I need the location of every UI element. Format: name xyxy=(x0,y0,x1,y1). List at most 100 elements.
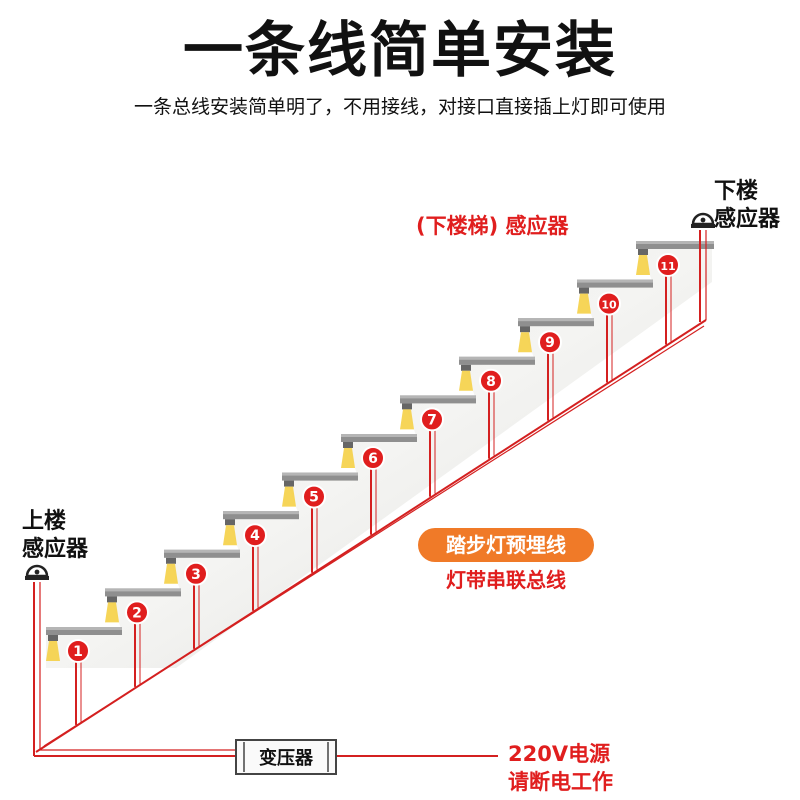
step-light-fixture xyxy=(638,249,648,255)
upper-sensor-line2: 感应器 xyxy=(22,537,89,562)
upper-sensor-label: 上楼 感应器 xyxy=(22,508,88,564)
stair-tread xyxy=(459,356,535,365)
step-badge-circle xyxy=(361,446,385,470)
step-badge-number: 1 xyxy=(73,644,83,660)
step-lights xyxy=(46,249,650,661)
transformer-label: 变压器 xyxy=(259,747,314,769)
upper-sensor-icon-lens xyxy=(34,569,40,575)
step-badge: 9 xyxy=(538,330,562,355)
step-badge-circle xyxy=(184,561,208,586)
stair-tread xyxy=(341,434,417,442)
stair-tread xyxy=(46,627,122,635)
bus-wire-diagonal-b xyxy=(43,325,705,747)
lower-sensor-icon xyxy=(691,212,715,228)
step-light-glow xyxy=(577,293,591,314)
step-badge-circle xyxy=(66,639,90,663)
stair-tread-top xyxy=(400,395,476,399)
transformer-box-rect xyxy=(235,739,337,775)
stair-tread-top xyxy=(46,627,122,630)
bus-label-pill: 踏步灯预埋线 xyxy=(418,528,594,562)
stair-tread-top xyxy=(459,356,535,360)
upper-sensor-icon-base xyxy=(25,576,49,580)
page-title: 一条线简单安装 xyxy=(183,16,617,86)
step-light-glow xyxy=(46,641,60,661)
stair-sensor-label: (下楼梯) 感应器 xyxy=(416,214,569,238)
step-badge: 3 xyxy=(184,561,208,586)
step-badge-number: 5 xyxy=(309,490,319,506)
stair-tread-top xyxy=(636,241,714,244)
step-badge-number: 7 xyxy=(427,412,437,428)
step-light-fixture xyxy=(343,442,353,448)
bus-label-sub: 灯带串联总线 xyxy=(446,568,566,592)
stair-tread xyxy=(223,511,299,520)
step-badges: 1 2 3 4 5 6 7 8 9 10 11 xyxy=(66,253,680,663)
step-badge-number: 11 xyxy=(660,260,675,273)
step-light-glow xyxy=(341,448,355,468)
stair-tread xyxy=(518,318,594,327)
stair-tread-top xyxy=(164,549,240,553)
stair-tread-top xyxy=(577,279,653,283)
step-badge-circle xyxy=(302,484,326,509)
stair-tread xyxy=(164,549,240,558)
bus-wires xyxy=(33,230,707,757)
step-light-glow xyxy=(164,563,178,584)
step-badge: 2 xyxy=(125,600,149,625)
page-subtitle: 一条总线安装简单明了，不用接线，对接口直接插上灯即可使用 xyxy=(133,96,666,118)
step-light-fixture xyxy=(461,364,471,371)
step-light-fixture xyxy=(579,287,589,294)
step-badge: 6 xyxy=(361,446,385,470)
transformer-box: 变压器 xyxy=(235,739,337,775)
stair-tread xyxy=(400,395,476,404)
step-badge-circle xyxy=(538,330,562,355)
stair-tread-top xyxy=(223,511,299,515)
step-badge-number: 10 xyxy=(601,299,617,312)
step-badge-circle xyxy=(243,523,267,548)
step-badge-circle xyxy=(597,291,621,316)
step-light-glow xyxy=(105,602,119,623)
step-light-glow xyxy=(223,525,237,546)
lower-sensor-line1: 下楼 xyxy=(714,179,759,204)
upper-sensor-icon xyxy=(25,564,49,580)
step-light-glow xyxy=(636,255,650,275)
step-badge: 8 xyxy=(479,368,503,393)
stair-tread xyxy=(636,241,714,249)
step-badge: 11 xyxy=(656,253,680,277)
step-badge-number: 4 xyxy=(250,528,260,544)
step-light-glow xyxy=(282,486,296,507)
step-light-glow xyxy=(459,370,473,391)
power-label: 220V电源 请断电工作 xyxy=(508,740,613,796)
step-light-fixture xyxy=(520,326,530,333)
power-label-line2: 请断电工作 xyxy=(508,770,613,794)
step-badge-circle xyxy=(420,407,444,432)
step-badge-number: 2 xyxy=(132,605,142,621)
step-light-fixture xyxy=(48,635,58,641)
step-badge: 4 xyxy=(243,523,267,548)
power-label-line1: 220V电源 xyxy=(508,742,611,766)
step-badge-number: 9 xyxy=(545,335,555,351)
step-badge: 7 xyxy=(420,407,444,432)
stair-tread-top xyxy=(282,472,358,476)
step-badge: 5 xyxy=(302,484,326,509)
step-light-fixture xyxy=(225,519,235,526)
step-light-fixture xyxy=(107,596,117,603)
upper-sensor-line1: 上楼 xyxy=(22,509,67,534)
step-badge: 1 xyxy=(66,639,90,663)
lower-sensor-line2: 感应器 xyxy=(714,207,781,232)
lower-sensor-icon-lens xyxy=(700,217,706,223)
step-light-fixture xyxy=(284,480,294,487)
step-badge-circle xyxy=(125,600,149,625)
step-light-fixture xyxy=(166,557,176,564)
lower-sensor-icon-base xyxy=(691,224,715,228)
step-badge-circle xyxy=(656,253,680,277)
sensors xyxy=(25,212,715,580)
stair-tread-top xyxy=(105,588,181,592)
step-light-glow xyxy=(400,409,414,430)
step-light-fixture xyxy=(402,403,412,410)
stair-tread xyxy=(577,279,653,288)
stair-tread xyxy=(105,588,181,597)
step-badge-circle xyxy=(479,368,503,393)
stair-tread-top xyxy=(341,434,417,437)
stair-treads xyxy=(46,241,714,635)
stair-tread xyxy=(282,472,358,481)
